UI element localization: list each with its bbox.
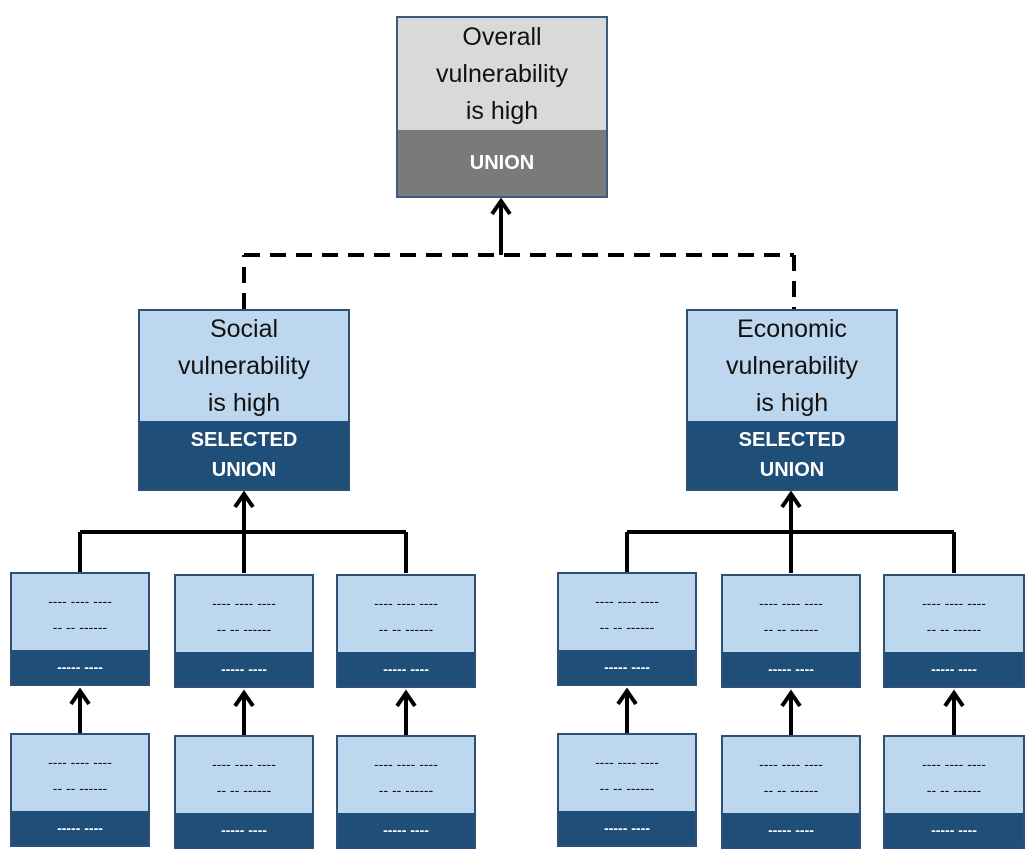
leaf-label-line: -- -- ------ bbox=[52, 780, 108, 796]
leaf-label-line: -- -- ------ bbox=[926, 621, 982, 637]
leaf-node-upper: ---- ---- ---- -- -- ------ ----- ---- bbox=[336, 574, 476, 688]
leaf-node-lower: ---- ---- ---- -- -- ------ ----- ---- bbox=[174, 735, 314, 849]
social-operator-line: UNION bbox=[211, 459, 277, 481]
leaf-label-line: ---- ---- ---- bbox=[922, 756, 986, 772]
leaf-label-line: ---- ---- ---- bbox=[374, 595, 438, 611]
leaf-arrowhead bbox=[233, 689, 255, 708]
leaf-label: ---- ---- ---- -- -- ------ bbox=[338, 576, 474, 652]
root-operator: UNION bbox=[398, 130, 606, 196]
leaf-arrowhead bbox=[780, 689, 802, 708]
social-label: Social vulnerability is high bbox=[140, 311, 348, 421]
leaf-label-line: -- -- ------ bbox=[52, 619, 108, 635]
leaf-operator: ----- ---- bbox=[559, 811, 695, 845]
leaf-label-line: ---- ---- ---- bbox=[759, 756, 823, 772]
leaf-label-line: ---- ---- ---- bbox=[48, 593, 112, 609]
root-label-line: is high bbox=[465, 96, 539, 125]
leaf-label-line: -- -- ------ bbox=[378, 782, 434, 798]
leaf-label: ---- ---- ---- -- -- ------ bbox=[12, 735, 148, 811]
leaf-arrowhead bbox=[943, 689, 965, 708]
leaf-label: ---- ---- ---- -- -- ------ bbox=[12, 574, 148, 650]
leaf-operator: ----- ---- bbox=[885, 813, 1023, 847]
leaf-label-line: -- -- ------ bbox=[763, 621, 819, 637]
leaf-node-lower: ---- ---- ---- -- -- ------ ----- ---- bbox=[557, 733, 697, 847]
leaf-label: ---- ---- ---- -- -- ------ bbox=[176, 576, 312, 652]
leaf-operator: ----- ---- bbox=[176, 813, 312, 847]
leaf-label-line: ---- ---- ---- bbox=[595, 754, 659, 770]
social-label-line: vulnerability bbox=[177, 351, 310, 380]
economic-label-line: vulnerability bbox=[725, 351, 858, 380]
leaf-label-line: -- -- ------ bbox=[926, 782, 982, 798]
root-arrowhead bbox=[490, 197, 512, 216]
leaf-label-line: ---- ---- ---- bbox=[212, 756, 276, 772]
economic-label-line: Economic bbox=[737, 314, 847, 343]
social-label-line: Social bbox=[209, 314, 279, 343]
leaf-node-lower: ---- ---- ---- -- -- ------ ----- ---- bbox=[721, 735, 861, 849]
leaf-label-line: ---- ---- ---- bbox=[48, 754, 112, 770]
leaf-label: ---- ---- ---- -- -- ------ bbox=[885, 576, 1023, 652]
leaf-label-line: -- -- ------ bbox=[763, 782, 819, 798]
leaf-label-line: ---- ---- ---- bbox=[374, 756, 438, 772]
leaf-operator: ----- ---- bbox=[723, 813, 859, 847]
root-label-line: Overall bbox=[462, 22, 542, 51]
leaf-operator: ----- ---- bbox=[338, 652, 474, 686]
leaf-operator: ----- ---- bbox=[885, 652, 1023, 686]
economic-label: Economic vulnerability is high bbox=[688, 311, 896, 421]
social-label-line: is high bbox=[207, 388, 281, 417]
leaf-operator: ----- ---- bbox=[12, 650, 148, 684]
economic-label-line: is high bbox=[755, 388, 829, 417]
leaf-operator: ----- ---- bbox=[723, 652, 859, 686]
leaf-operator: ----- ---- bbox=[176, 652, 312, 686]
economic-arrowhead bbox=[780, 490, 802, 509]
leaf-node-lower: ---- ---- ---- -- -- ------ ----- ---- bbox=[336, 735, 476, 849]
leaf-arrowhead bbox=[395, 689, 417, 708]
social-operator: SELECTED UNION bbox=[140, 421, 348, 489]
leaf-node-lower: ---- ---- ---- -- -- ------ ----- ---- bbox=[10, 733, 150, 847]
leaf-label-line: ---- ---- ---- bbox=[759, 595, 823, 611]
leaf-label: ---- ---- ---- -- -- ------ bbox=[559, 574, 695, 650]
leaf-label: ---- ---- ---- -- -- ------ bbox=[176, 737, 312, 813]
leaf-label-line: ---- ---- ---- bbox=[595, 593, 659, 609]
leaf-node-upper: ---- ---- ---- -- -- ------ ----- ---- bbox=[557, 572, 697, 686]
economic-operator-line: UNION bbox=[759, 459, 825, 481]
leaf-node-upper: ---- ---- ---- -- -- ------ ----- ---- bbox=[721, 574, 861, 688]
social-node: Social vulnerability is high SELECTED UN… bbox=[138, 309, 350, 491]
leaf-arrowhead bbox=[69, 687, 91, 706]
leaf-label: ---- ---- ---- -- -- ------ bbox=[885, 737, 1023, 813]
leaf-label: ---- ---- ---- -- -- ------ bbox=[338, 737, 474, 813]
leaf-label-line: -- -- ------ bbox=[599, 780, 655, 796]
leaf-operator: ----- ---- bbox=[338, 813, 474, 847]
leaf-label: ---- ---- ---- -- -- ------ bbox=[723, 737, 859, 813]
leaf-label: ---- ---- ---- -- -- ------ bbox=[559, 735, 695, 811]
economic-operator: SELECTED UNION bbox=[688, 421, 896, 489]
leaf-label-line: -- -- ------ bbox=[599, 619, 655, 635]
leaf-node-lower: ---- ---- ---- -- -- ------ ----- ---- bbox=[883, 735, 1025, 849]
social-operator-line: SELECTED bbox=[190, 429, 298, 451]
social-arrowhead bbox=[233, 490, 255, 509]
root-label-line: vulnerability bbox=[435, 59, 568, 88]
leaf-node-upper: ---- ---- ---- -- -- ------ ----- ---- bbox=[883, 574, 1025, 688]
economic-operator-line: SELECTED bbox=[738, 429, 846, 451]
leaf-arrowhead bbox=[616, 687, 638, 706]
leaf-operator: ----- ---- bbox=[12, 811, 148, 845]
leaf-label-line: -- -- ------ bbox=[378, 621, 434, 637]
economic-node: Economic vulnerability is high SELECTED … bbox=[686, 309, 898, 491]
leaf-label-line: -- -- ------ bbox=[216, 621, 272, 637]
root-label: Overall vulnerability is high bbox=[398, 18, 606, 130]
leaf-label-line: ---- ---- ---- bbox=[922, 595, 986, 611]
root-node: Overall vulnerability is high UNION bbox=[396, 16, 608, 198]
leaf-label: ---- ---- ---- -- -- ------ bbox=[723, 576, 859, 652]
leaf-node-upper: ---- ---- ---- -- -- ------ ----- ---- bbox=[10, 572, 150, 686]
leaf-operator: ----- ---- bbox=[559, 650, 695, 684]
leaf-node-upper: ---- ---- ---- -- -- ------ ----- ---- bbox=[174, 574, 314, 688]
leaf-label-line: -- -- ------ bbox=[216, 782, 272, 798]
leaf-label-line: ---- ---- ---- bbox=[212, 595, 276, 611]
